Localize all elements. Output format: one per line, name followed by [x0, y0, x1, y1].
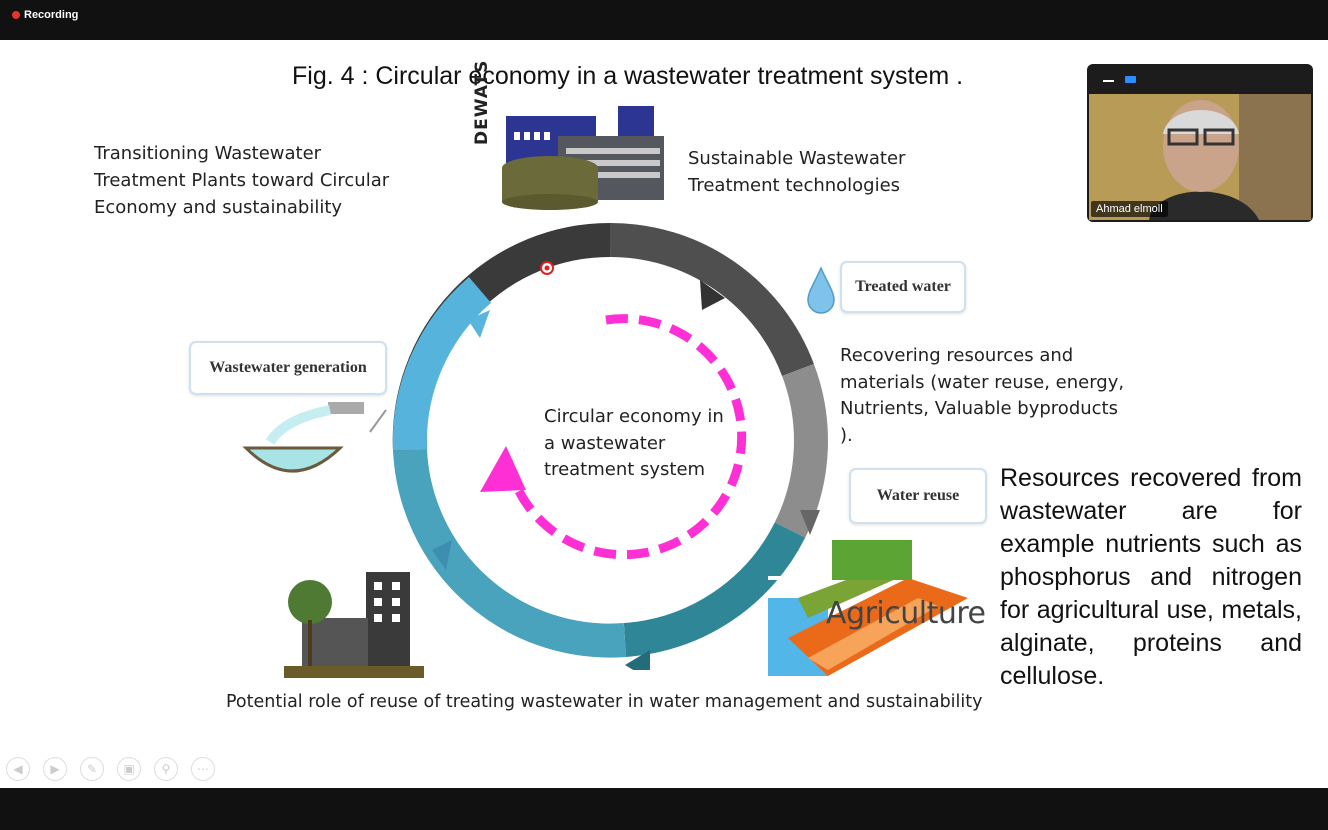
treatment-plant-illustration — [502, 106, 664, 210]
water-drop-icon — [807, 266, 835, 314]
previous-icon[interactable]: ◀ — [6, 757, 30, 781]
treated-water-box: Treated water — [840, 261, 966, 313]
buildings-illustration — [284, 572, 424, 678]
water-reuse-box: Water reuse — [849, 468, 987, 524]
inner-cycle-arrow — [503, 314, 747, 560]
cycle-arc-dark — [609, 222, 814, 377]
ring-arrow-icon — [432, 540, 452, 570]
potential-role-caption: Potential role of reuse of treating wast… — [226, 692, 983, 712]
cycle-arc-lightblue — [393, 449, 627, 658]
agriculture-label: Agriculture — [826, 596, 986, 631]
center-text: Circular economy in a wastewater treatme… — [544, 406, 724, 480]
minimize-icon[interactable] — [1103, 80, 1114, 82]
wastewater-basin-illustration — [242, 402, 387, 473]
ring-arrow-icon — [625, 650, 650, 670]
expand-icon[interactable] — [1125, 76, 1136, 83]
meeting-bottom-bar — [0, 788, 1328, 830]
ring-arrow-icon — [468, 310, 490, 338]
more-icon[interactable]: ⋯ — [191, 757, 215, 781]
meeting-top-bar: Recording — [0, 0, 1328, 40]
inner-arrowhead-icon — [480, 446, 526, 492]
circular-economy-cycle — [392, 222, 828, 670]
video-title-bar — [1087, 64, 1313, 92]
recording-label: Recording — [24, 9, 79, 21]
ring-arrow-icon — [700, 280, 725, 310]
participant-video-window[interactable]: Ahmad elmoll — [1087, 64, 1313, 222]
recording-dot-icon — [12, 11, 20, 19]
slide-title: Fig. 4 : Circular economy in a wastewate… — [292, 62, 964, 90]
dewats-label: DEWATS — [472, 59, 492, 145]
recovering-text: Recovering resources and materials (wate… — [840, 345, 1125, 446]
pen-icon[interactable]: ✎ — [80, 757, 104, 781]
zoom-icon[interactable]: ⚲ — [154, 757, 178, 781]
participant-name: Ahmad elmoll — [1091, 201, 1168, 217]
resources-text: Resources recovered from wastewater are … — [1000, 464, 1302, 690]
transition-text: Transitioning Wastewater Treatment Plant… — [94, 143, 390, 218]
participant-video-feed — [1089, 94, 1311, 220]
next-icon[interactable]: ▶ — [43, 757, 67, 781]
slides-icon[interactable]: ▣ — [117, 757, 141, 781]
agriculture-illustration — [768, 540, 968, 676]
sustainable-text: Sustainable Wastewater Treatment technol… — [688, 148, 906, 196]
recording-indicator[interactable]: Recording — [12, 9, 78, 21]
wastewater-generation-box: Wastewater generation — [189, 341, 387, 395]
ring-arrow-icon — [800, 510, 820, 535]
cycle-arc-teal — [623, 522, 806, 657]
cycle-arc-gray — [774, 363, 828, 538]
